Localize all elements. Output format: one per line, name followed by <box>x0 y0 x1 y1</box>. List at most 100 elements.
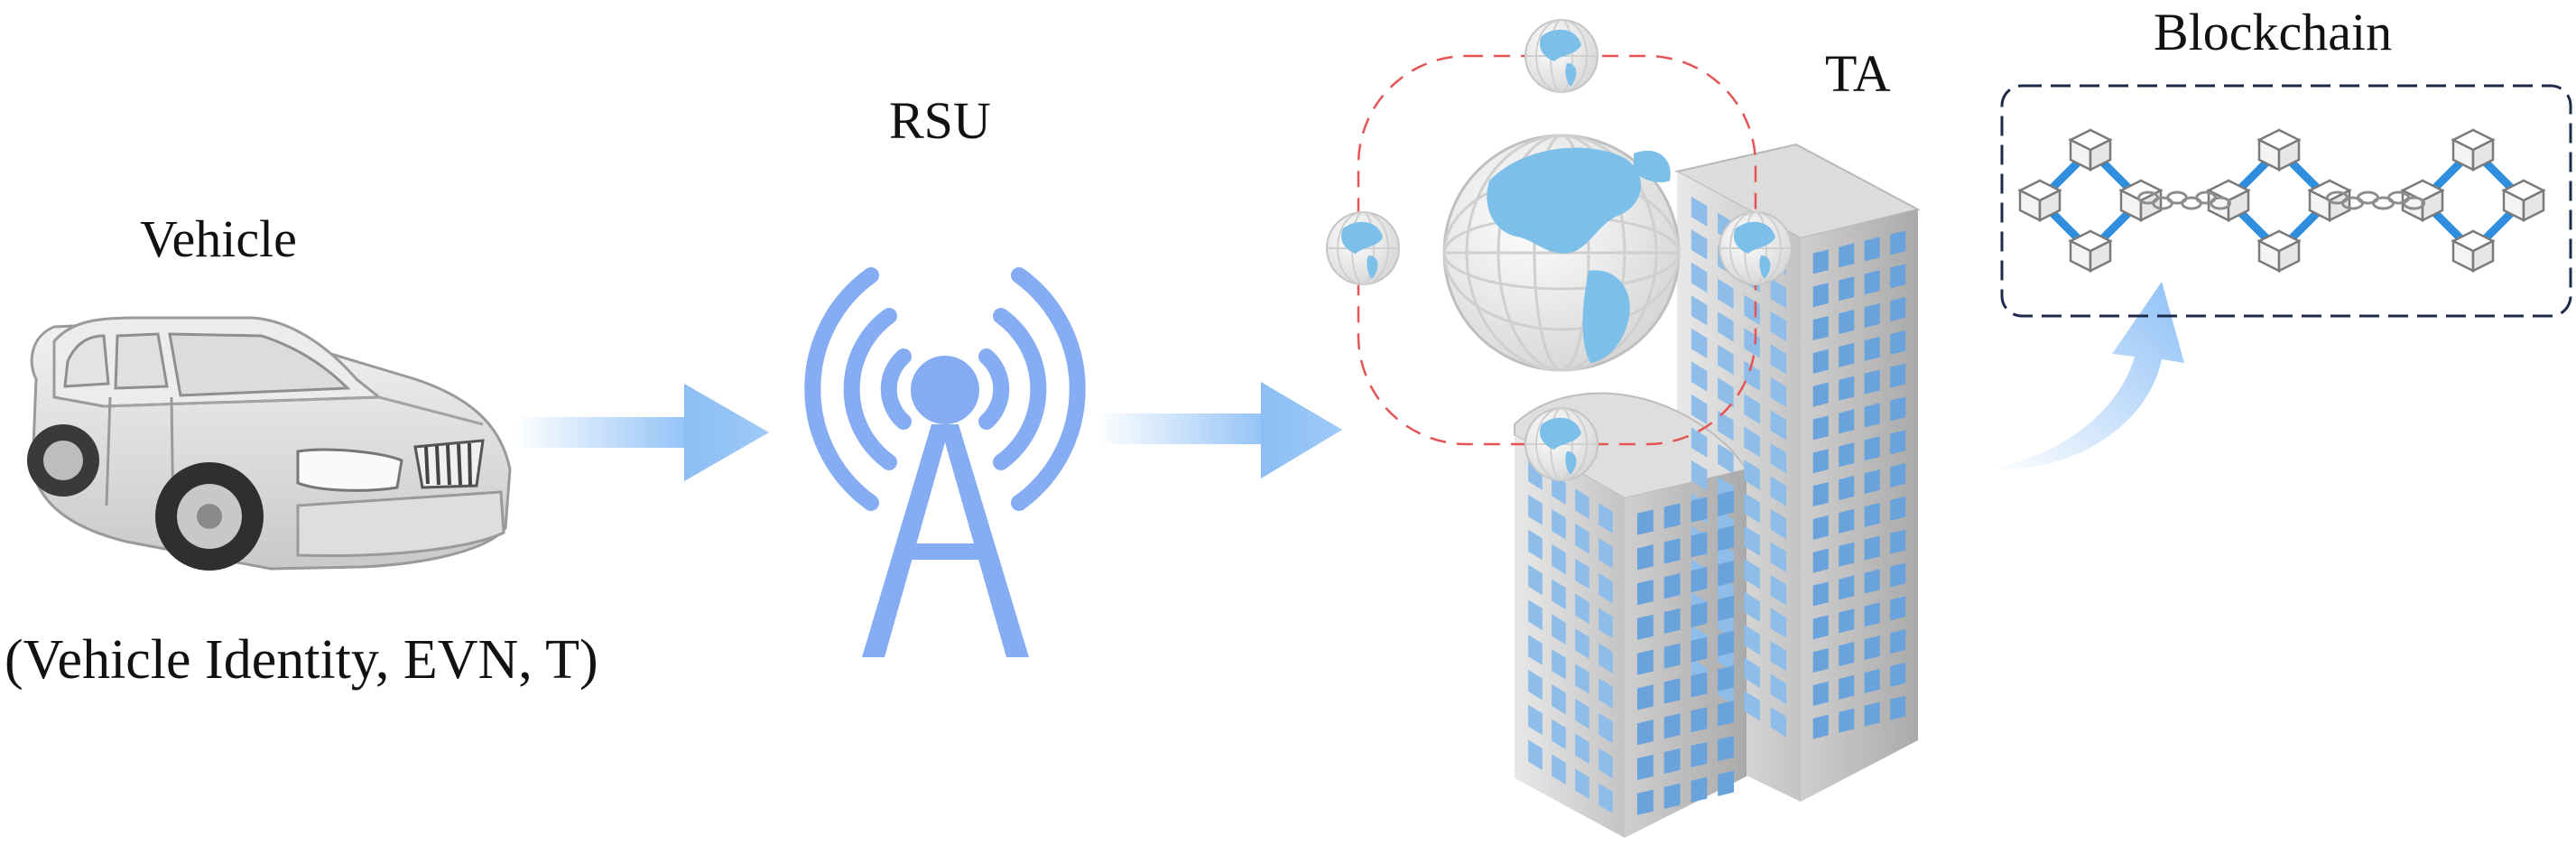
window-pane <box>1691 776 1708 803</box>
window-pane <box>1812 714 1829 739</box>
window-pane <box>1575 698 1589 729</box>
window-pane <box>1718 443 1734 474</box>
window-pane <box>1890 662 1906 687</box>
window-pane <box>1770 278 1787 309</box>
window-pane <box>1864 270 1880 295</box>
window-pane <box>1839 243 1855 268</box>
window-pane <box>1718 735 1735 762</box>
window-pane <box>1812 348 1829 374</box>
window-pane <box>1839 674 1855 700</box>
window-pane <box>1770 311 1787 342</box>
window-pane <box>1839 608 1855 634</box>
window-pane <box>1528 635 1543 665</box>
window-pane <box>1636 614 1654 640</box>
window-pane <box>1636 754 1654 781</box>
window-pane <box>1812 249 1829 274</box>
window-pane <box>1691 196 1708 228</box>
window-pane <box>1839 542 1855 567</box>
small-globe-icon <box>1524 19 1598 93</box>
window-pane <box>1770 410 1787 441</box>
window-pane <box>1770 608 1787 638</box>
window-pane <box>1839 575 1855 600</box>
window-pane <box>1636 649 1654 675</box>
window-pane <box>1890 330 1906 355</box>
window-pane <box>1812 515 1829 540</box>
window-pane <box>1598 783 1613 814</box>
window-pane <box>1552 683 1566 715</box>
window-pane <box>1864 436 1880 461</box>
ta-label: TA <box>1825 44 1891 103</box>
window-pane <box>1598 503 1613 534</box>
window-pane <box>1890 596 1906 621</box>
window-pane <box>1744 525 1760 556</box>
building-windows <box>1528 196 1906 815</box>
window-pane <box>1691 229 1708 260</box>
window-pane <box>1864 237 1880 262</box>
window-pane <box>1663 538 1681 564</box>
window-pane <box>1528 599 1543 630</box>
window-pane <box>1812 283 1829 308</box>
window-pane <box>1718 701 1735 727</box>
blockchain-label: Blockchain <box>2154 3 2393 61</box>
window-pane <box>1663 643 1681 669</box>
payload-label: (Vehicle Identity, EVN, T) <box>5 629 598 691</box>
window-pane <box>1528 739 1543 771</box>
window-pane <box>1718 377 1734 408</box>
window-pane <box>1663 608 1681 634</box>
chain-link <box>2325 190 2426 210</box>
window-pane <box>1812 415 1829 441</box>
window-pane <box>1770 442 1787 474</box>
block-cluster <box>2206 128 2352 274</box>
window-pane <box>1691 427 1708 458</box>
window-pane <box>1864 369 1880 395</box>
window-pane <box>1552 474 1566 505</box>
window-pane <box>1770 508 1787 540</box>
window-pane <box>1691 532 1708 558</box>
window-pane <box>1812 548 1829 573</box>
window-pane <box>1718 665 1735 692</box>
window-pane <box>1575 768 1589 800</box>
window-pane <box>1575 488 1589 519</box>
window-pane <box>1636 720 1654 746</box>
window-pane <box>1636 509 1654 535</box>
window-pane <box>1890 230 1906 255</box>
window-pane <box>1744 558 1760 590</box>
window-pane <box>1890 297 1906 322</box>
block-cluster <box>2400 128 2546 274</box>
window-pane <box>1691 497 1708 523</box>
window-pane <box>1691 295 1708 326</box>
window-pane <box>1575 733 1589 765</box>
arrow-ta-to-blockchain <box>1986 282 2184 470</box>
window-pane <box>1663 783 1681 809</box>
window-pane <box>1864 569 1880 594</box>
window-pane <box>1598 712 1613 744</box>
window-pane <box>1890 363 1906 388</box>
window-pane <box>1770 476 1787 506</box>
arrow-rsu-to-ta <box>1097 382 1342 478</box>
rsu-label: RSU <box>889 91 991 150</box>
window-pane <box>1663 503 1681 529</box>
window-pane <box>1812 581 1829 607</box>
window-pane <box>1636 544 1654 571</box>
window-pane <box>1890 629 1906 655</box>
window-pane <box>1890 695 1906 720</box>
small-globe-icon <box>1524 407 1598 481</box>
radio-tower-icon <box>804 267 1086 511</box>
car-icon <box>27 316 512 571</box>
window-pane <box>1744 492 1760 524</box>
window-pane <box>1718 525 1735 552</box>
globe-icon <box>1442 134 1681 372</box>
window-pane <box>1552 649 1566 680</box>
window-pane <box>1691 361 1708 392</box>
window-pane <box>1598 572 1613 604</box>
window-pane <box>1890 264 1906 289</box>
window-pane <box>1770 707 1787 738</box>
window-pane <box>1839 409 1855 434</box>
window-pane <box>1598 748 1613 779</box>
window-pane <box>1718 770 1735 796</box>
window-pane <box>1839 310 1855 335</box>
window-pane <box>1575 558 1589 590</box>
window-pane <box>1890 396 1906 422</box>
window-pane <box>1864 602 1880 627</box>
window-pane <box>1575 664 1589 694</box>
